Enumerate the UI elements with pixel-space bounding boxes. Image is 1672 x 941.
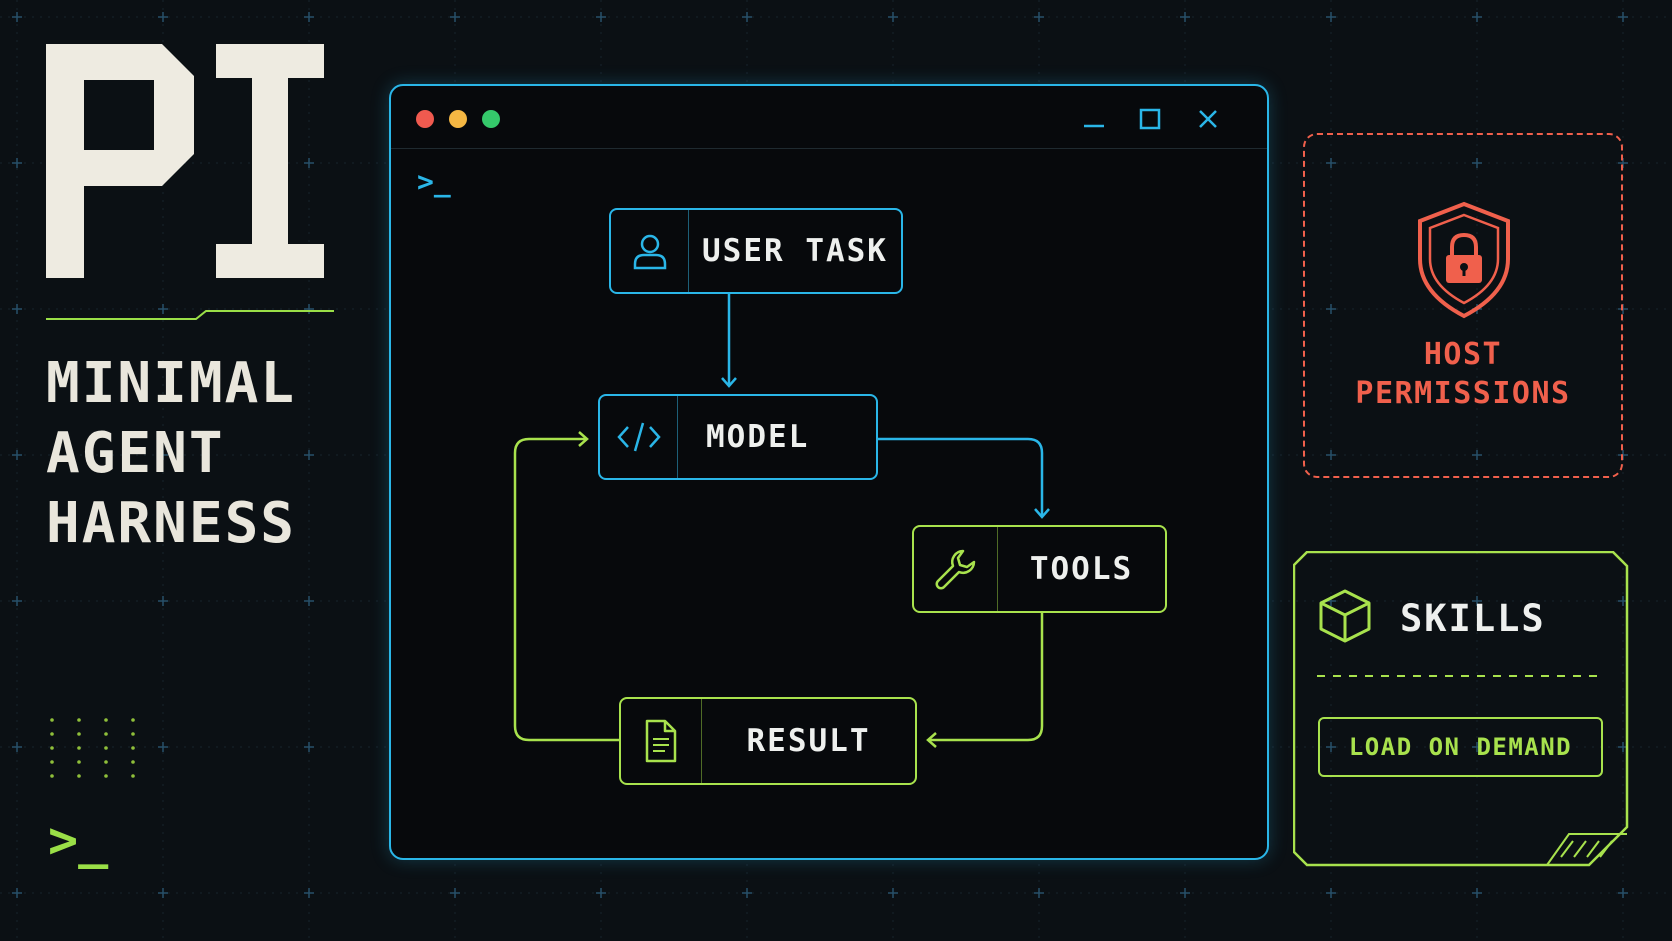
minimize-icon[interactable] bbox=[1081, 104, 1107, 130]
window-titlebar bbox=[391, 86, 1267, 149]
node-label: MODEL bbox=[706, 419, 810, 455]
maximize-traffic-light[interactable] bbox=[482, 110, 500, 128]
code-icon bbox=[600, 396, 678, 478]
dot-matrix bbox=[50, 718, 135, 778]
title-line-2: AGENT bbox=[46, 421, 225, 486]
user-icon bbox=[611, 210, 689, 292]
cube-icon bbox=[1319, 589, 1371, 643]
maximize-icon[interactable] bbox=[1139, 108, 1161, 130]
logo-underline bbox=[46, 310, 334, 320]
skills-panel bbox=[1293, 551, 1629, 867]
title-line-3: HARNESS bbox=[46, 491, 297, 556]
close-icon[interactable] bbox=[1197, 108, 1219, 130]
node-label: USER TASK bbox=[702, 233, 888, 269]
node-result[interactable]: RESULT bbox=[619, 697, 917, 785]
title-line-1: MINIMAL bbox=[46, 351, 297, 416]
wrench-icon bbox=[914, 527, 998, 611]
node-label: TOOLS bbox=[1029, 551, 1134, 587]
load-on-demand-button[interactable]: LOAD ON DEMAND bbox=[1318, 717, 1603, 777]
node-model[interactable]: MODEL bbox=[598, 394, 878, 480]
skills-title: SKILLS bbox=[1400, 597, 1546, 640]
shield-lock-icon bbox=[1418, 201, 1510, 319]
minimize-traffic-light[interactable] bbox=[449, 110, 467, 128]
host-permissions-label: HOST PERMISSIONS bbox=[1355, 337, 1571, 411]
host-permissions-panel: HOST PERMISSIONS bbox=[1303, 133, 1623, 478]
terminal-prompt-icon: >_ bbox=[48, 811, 109, 869]
window-prompt: >_ bbox=[417, 165, 451, 198]
document-icon bbox=[621, 699, 702, 783]
node-user-task[interactable]: USER TASK bbox=[609, 208, 903, 294]
node-label: RESULT bbox=[746, 723, 871, 759]
close-traffic-light[interactable] bbox=[416, 110, 434, 128]
pi-logo bbox=[46, 44, 324, 278]
node-tools[interactable]: TOOLS bbox=[912, 525, 1167, 613]
